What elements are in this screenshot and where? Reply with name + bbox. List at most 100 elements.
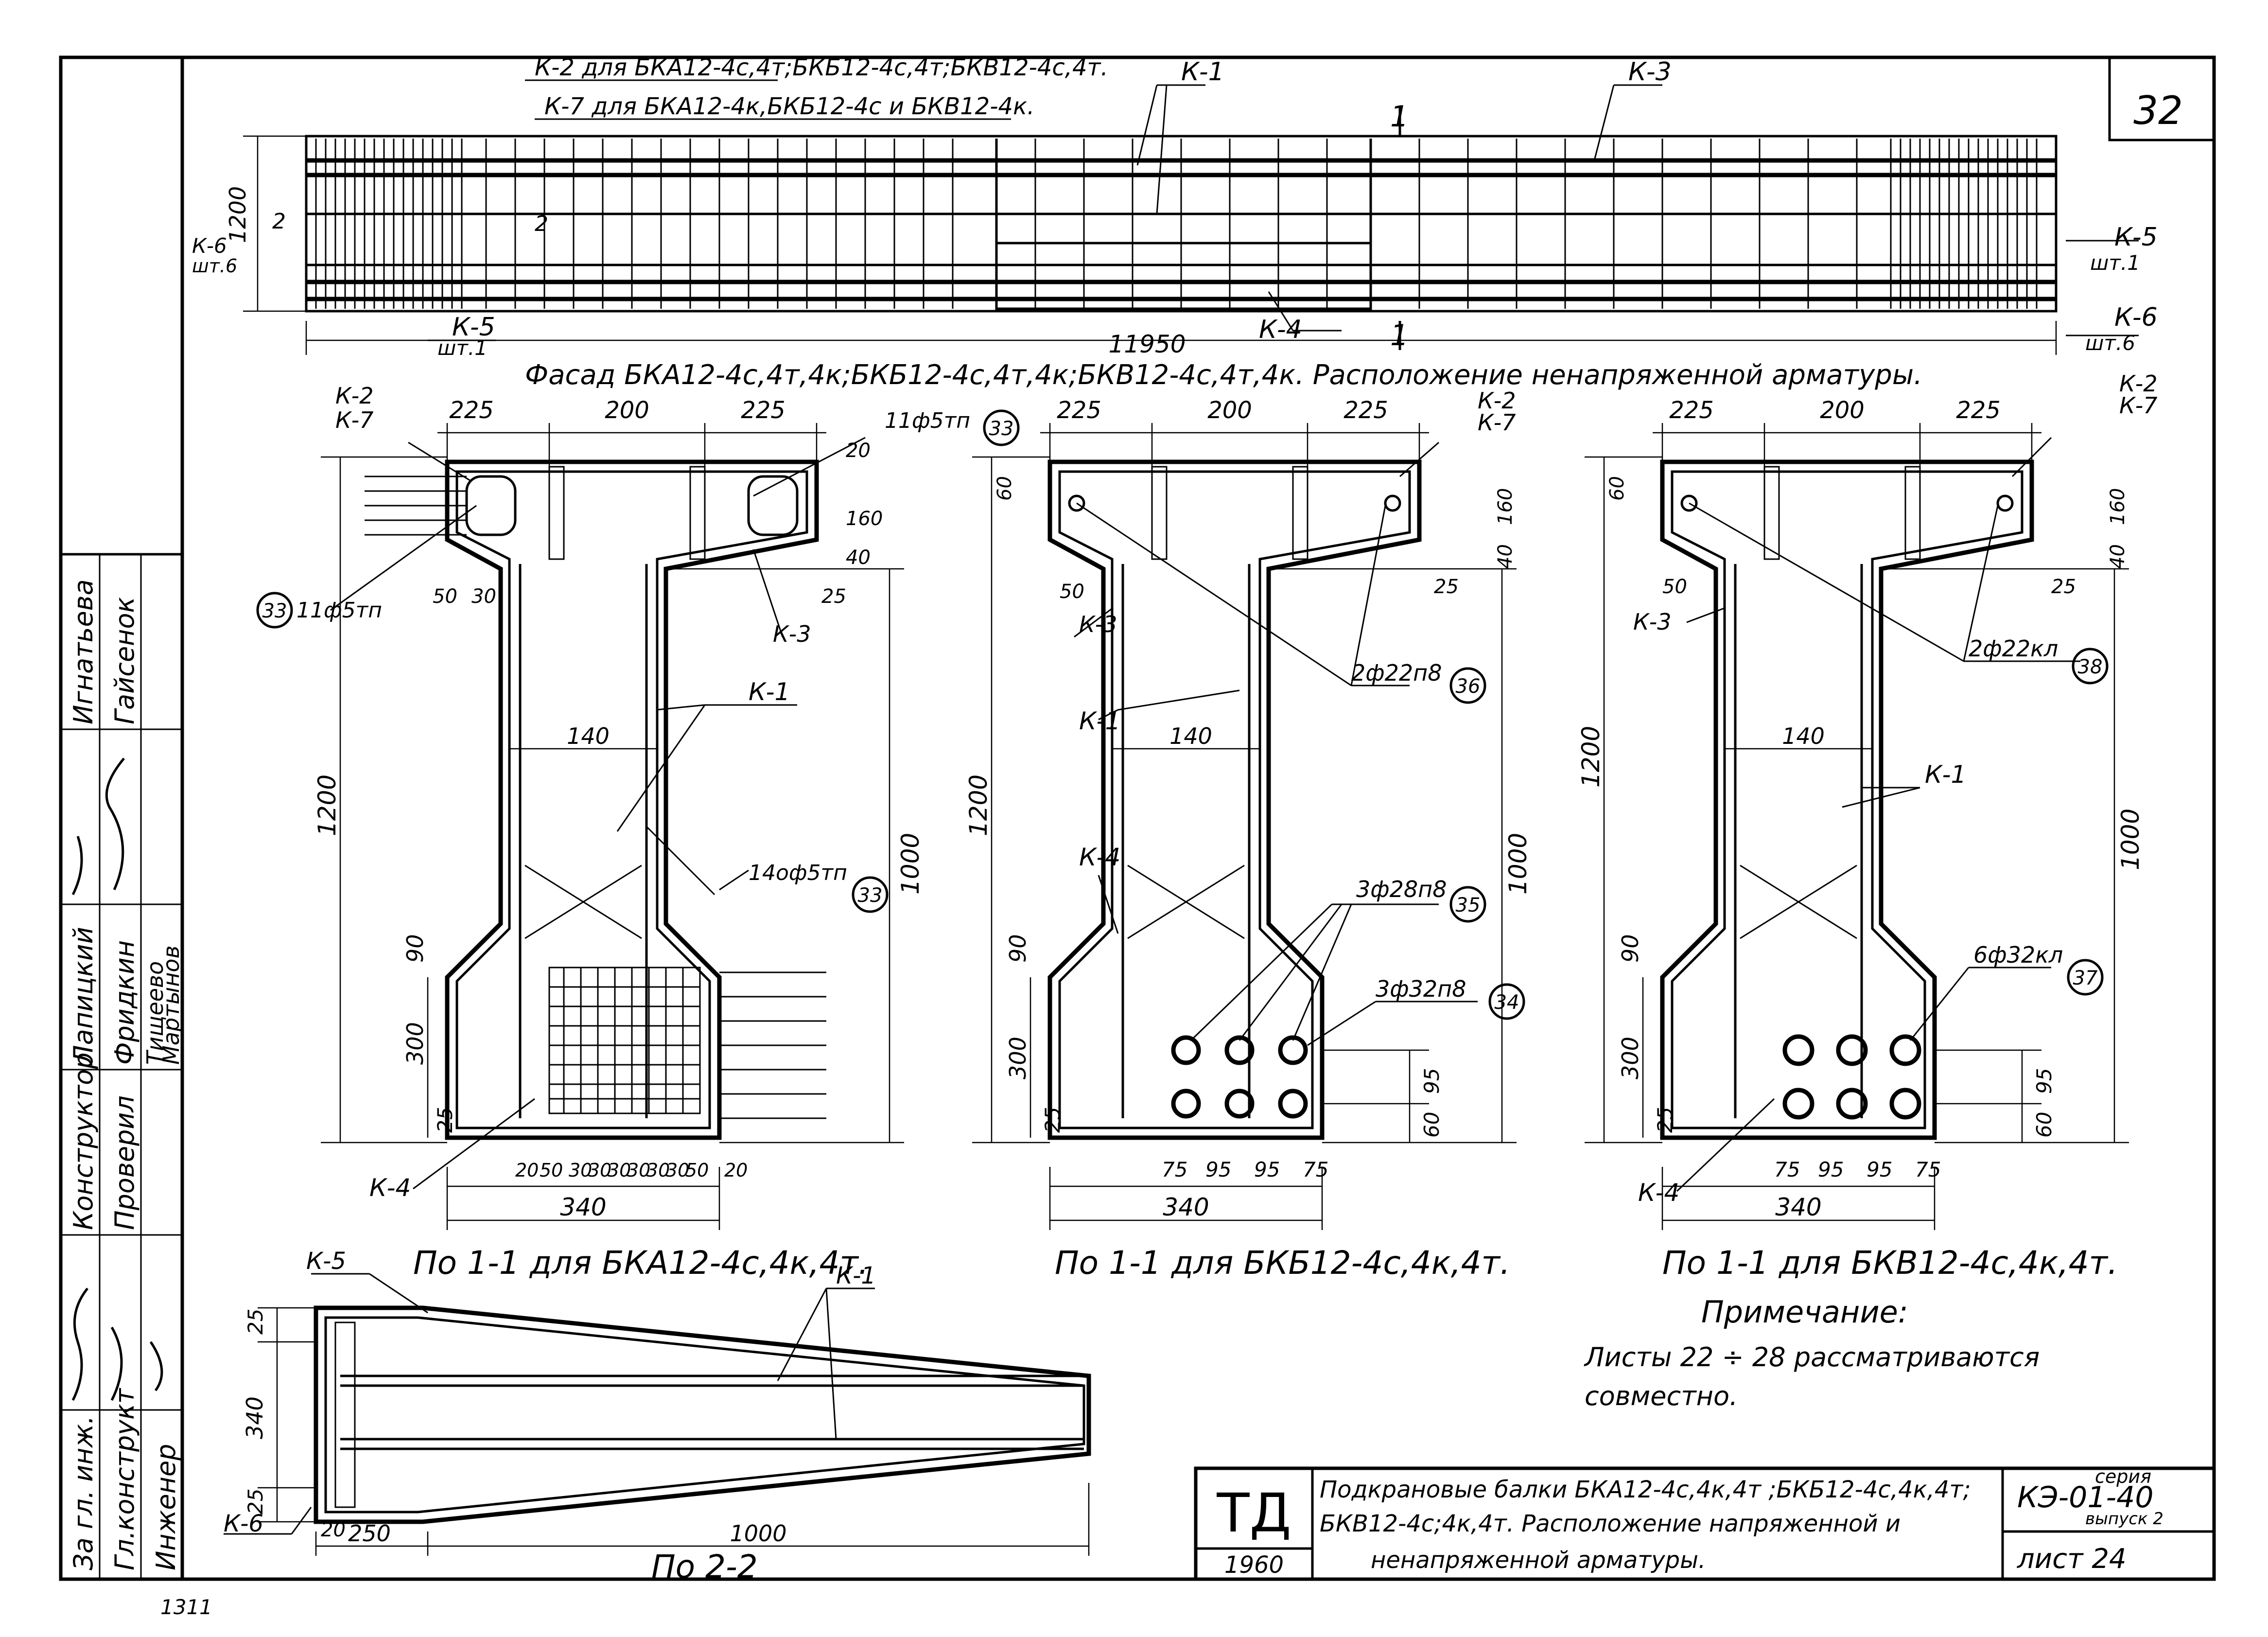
bka-caption: По 1-1 для БКА12-4с,4к,4т. [413,1244,869,1282]
bkv-web-height-dim: 1000 [2116,809,2145,870]
bkb-side-dim-25: 25 [1041,1107,1064,1133]
s22-dim-25-top: 25 [244,1309,267,1335]
facade-label-k3: К-3 [1628,57,1672,87]
bka-bottom-dims-i: 50 [685,1160,709,1181]
bkb-bottom-dim-3: 95 [1254,1158,1280,1181]
bkv-top-dim-40: 40 [2107,544,2129,569]
bkb-mark-34: 34 [1495,991,1519,1014]
bkv-side-dim-300: 300 [1617,1037,1643,1079]
bka-bottom-dims-e: 30 [608,1160,631,1181]
bkv-top-dim-60: 60 [1606,476,1628,501]
bkv-callout-k1: К-1 [1925,760,1966,789]
bka-bottom-dims-g: 30 [646,1160,670,1181]
bkb-side-dim-300: 300 [1005,1037,1031,1079]
bka-callout-k4: К-4 [369,1174,411,1202]
bka-callout-11f5-left: 11ф5тп [297,598,382,623]
bka-mark-1: 33 [262,600,287,622]
bkv-top-dim-25: 25 [2051,576,2076,598]
bkv-bottom-width-dim: 340 [1775,1193,1821,1221]
bka-side-dim-90: 90 [402,934,428,963]
bkb-callout-k1: К-1 [1079,707,1120,735]
s22-dim-340: 340 [242,1396,268,1439]
facade-view [243,79,2139,355]
bkb-top-dim-25: 25 [1434,576,1459,598]
title-series-label: серия [2095,1466,2151,1487]
note-line-1: Листы 22 ÷ 28 рассматриваются [1584,1342,2040,1373]
bkb-mark-35: 35 [1456,894,1481,916]
mark-circle-35 [1449,886,1486,923]
stamp-block: Зa гл. инж. Гл.конструкт Инженер Констру… [61,553,184,1579]
signature-scribbles-2 [71,757,125,896]
facade-label-k5-right: К-5 [2114,223,2158,252]
bka-height-dim: 1200 [313,774,341,836]
bka-bottom-width-dim: 340 [560,1193,606,1221]
page-number-box [2108,56,2216,141]
facade-outline [305,135,2058,313]
bkv-callout-k7: К-7 [2119,392,2158,419]
bkv-side-dim-95: 95 [2032,1068,2056,1094]
mark-circle-33a [256,592,293,629]
stamp-role-2: Гл.конструкт [109,1388,140,1570]
facade-label-sht6-left: шт.6 [192,255,237,277]
bkb-side-dim-60: 60 [1420,1112,1444,1138]
mark-circle-33b [983,409,1020,446]
bkb-bottom-width-dim: 340 [1163,1193,1209,1221]
s22-dim-1000: 1000 [730,1520,786,1547]
stamp-name-5: Игнатьева [68,579,99,724]
bkb-top-dim-60: 60 [994,476,1016,501]
bkv-side-dim-25: 25 [1653,1107,1677,1133]
bottom-mark: 1311 [160,1595,212,1619]
bkb-callout-k3: К-3 [1079,611,1117,637]
mark-circle-36 [1449,667,1486,704]
signature-scribbles [71,1287,163,1401]
bkb-callout-3f32: 3ф32п8 [1376,976,1466,1002]
title-line-3: ненапряженной арматуры. [1371,1547,1706,1574]
bka-top-dim-160: 160 [846,508,883,530]
facade-label-k4: К-4 [1259,315,1302,344]
note-line-2: совместно. [1585,1381,1738,1411]
bkv-bottom-dim-2: 95 [1818,1158,1844,1181]
stamp-name-6: Гайсенок [109,597,140,724]
facade-note-k7: К-7 для БКА12-4к,БКБ12-4с и БКВ12-4к. [544,93,1034,120]
bkb-bottom-dim-2: 95 [1205,1158,1231,1181]
bkv-top-dim-160: 160 [2107,488,2129,525]
bka-top-dim-30: 30 [471,585,496,608]
facade-label-sht1-left: шт.1 [437,336,488,360]
facade-section-mark-bottom: 1 [1390,318,1409,352]
bkv-top-dim-50: 50 [1662,576,1687,598]
facade-label-k5: К-5 [452,313,495,342]
facade-height-dim: 1200 [225,186,251,243]
bka-bottom-dims-j: 20 [724,1160,748,1181]
stamp-name-2: Фридкин [109,940,140,1065]
bka-flange-dim-1: 225 [449,397,494,424]
bkv-caption: По 1-1 для БКВ12-4с,4к,4т. [1662,1244,2118,1282]
bkv-bottom-dim-4: 75 [1915,1158,1941,1181]
s22-dim-250: 250 [348,1520,391,1547]
bkb-web-width-dim: 140 [1169,723,1212,749]
bka-side-dim-25: 25 [433,1107,457,1133]
facade-label-2b: 2 [535,211,548,236]
bkv-mark-37: 37 [2073,967,2098,989]
bkv-callout-2f22: 2ф22кл [1969,635,2058,662]
mark-circle-33c [852,876,889,913]
s22-label-k1: К-1 [836,1262,876,1289]
s22-label-k6: К-6 [224,1510,263,1537]
section-bkb [972,423,1517,1230]
stamp-role-4: Конструктор [68,1053,99,1230]
facade-length-dim: 11950 [1108,330,1186,358]
bka-mark-2: 33 [989,418,1014,440]
bka-callout-k7: К-7 [335,407,374,433]
bkv-callout-k4: К-4 [1638,1179,1679,1207]
bkb-callout-k7: К-7 [1478,409,1516,436]
facade-label-k1: К-1 [1181,57,1224,87]
bka-callout-k2: К-2 [335,383,374,409]
note-heading: Примечание: [1701,1294,1908,1330]
facade-label-sht1-right: шт.1 [2090,251,2140,275]
title-year: 1960 [1224,1551,1284,1579]
bkv-flange-dim-2: 200 [1820,397,1865,424]
mark-circle-38 [2072,648,2109,685]
facade-label-2: 2 [272,209,286,234]
stamp-role-3: Инженер [151,1444,181,1570]
